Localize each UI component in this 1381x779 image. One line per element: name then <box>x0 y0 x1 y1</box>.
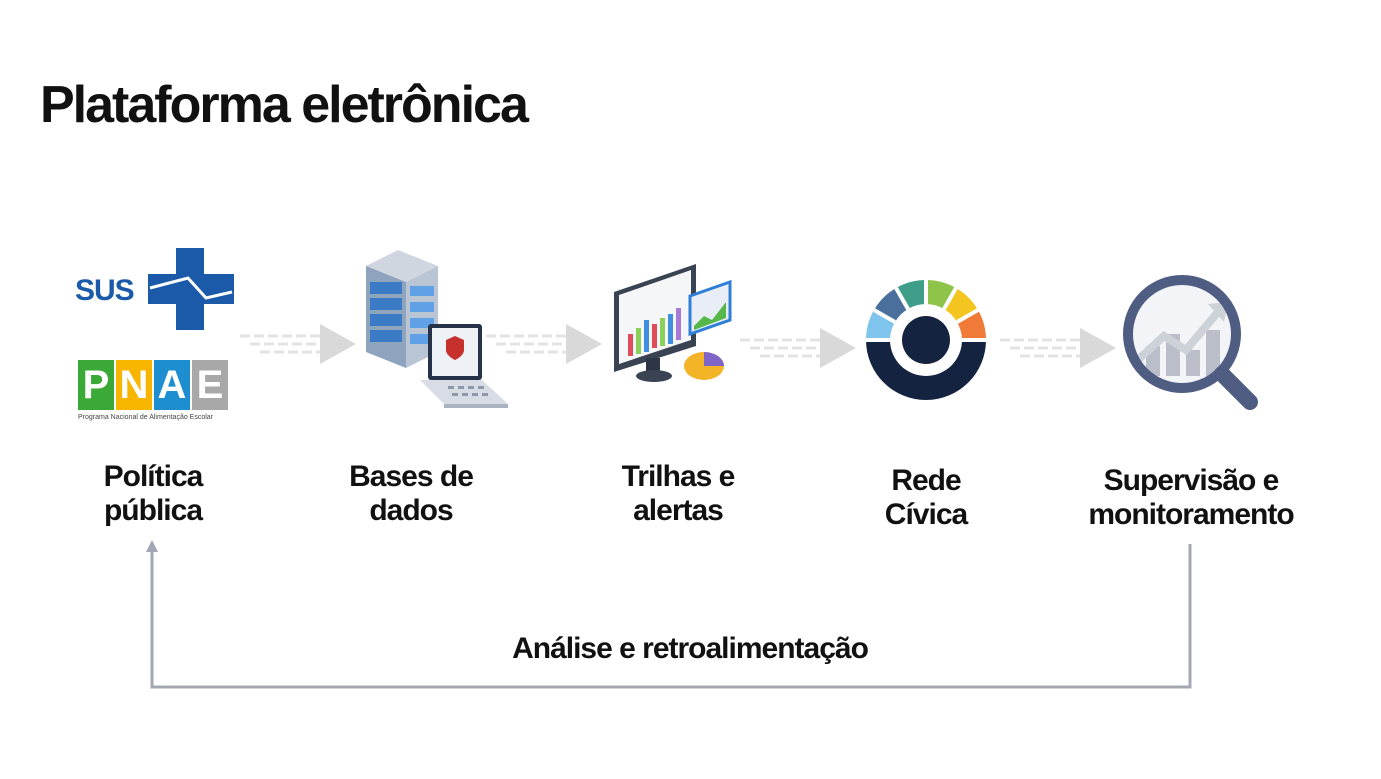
sus-cross-icon <box>148 248 234 330</box>
stage-label-politica-publica: Política pública <box>103 460 204 527</box>
flow-arrow-1 <box>240 324 356 364</box>
magnifier-chart-icon <box>1123 275 1258 410</box>
stage-label-supervisao-e-monitoramento: Supervisão e monitoramento <box>1088 464 1294 531</box>
stage-label-rede-civica: Rede Cívica <box>884 464 968 531</box>
page-title: Plataforma eletrônica <box>40 76 529 134</box>
pnae-letter-a: A <box>154 360 190 410</box>
pnae-letter-e: E <box>192 360 228 410</box>
civic-ring-icon <box>865 279 987 400</box>
flow-arrow-2 <box>486 324 602 364</box>
flow-arrow-3 <box>740 328 856 368</box>
pnae-letter-n: N <box>116 360 152 410</box>
feedback-label: Análise e retroalimentação <box>512 632 869 665</box>
server-laptop-icon <box>366 250 508 408</box>
dashboard-monitor-icon <box>614 264 732 382</box>
sus-logo-text: SUS <box>75 274 135 307</box>
stage-label-trilhas-e-alertas: Trilhas e alertas <box>621 460 736 527</box>
pnae-letter-p: P <box>78 360 114 410</box>
flow-arrow-4 <box>1000 328 1116 368</box>
pnae-subtitle: Programa Nacional de Alimentação Escolar <box>78 414 214 421</box>
stage-label-bases-de-dados: Bases de dados <box>349 460 474 527</box>
